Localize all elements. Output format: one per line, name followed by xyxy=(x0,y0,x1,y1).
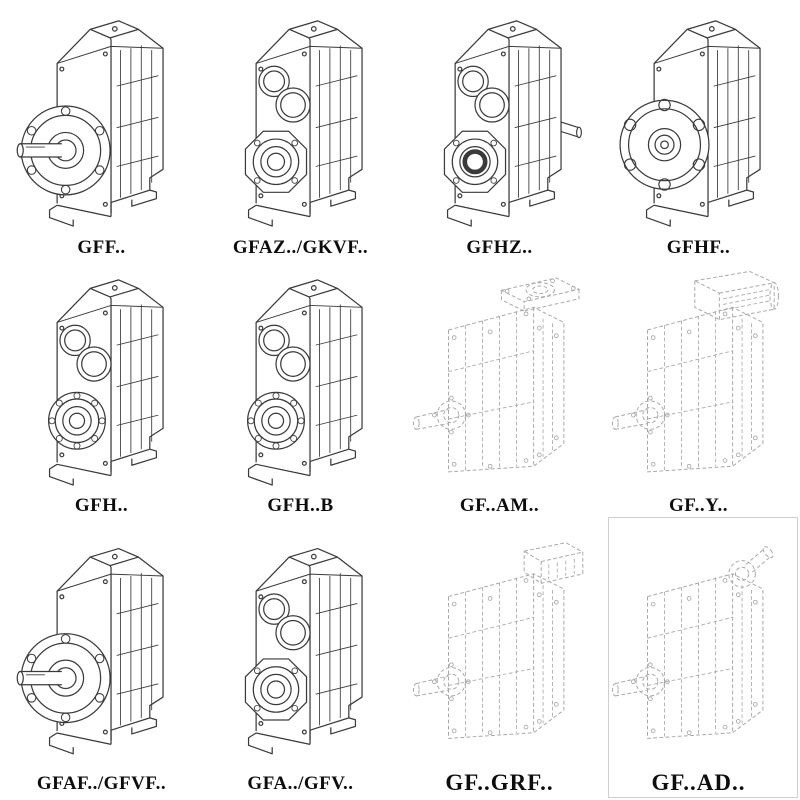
catalog-item-gfhz: GFHZ.. xyxy=(400,4,599,264)
catalog-item-gfa-gfv: GFA../GFV.. xyxy=(201,522,400,800)
gearbox-drawing-flange-hollow xyxy=(601,6,796,238)
gearbox-drawing-boss xyxy=(203,524,398,774)
model-label: GFAZ../GKVF.. xyxy=(232,237,369,259)
model-label: GFH.. xyxy=(74,495,129,517)
model-label: GFF.. xyxy=(77,237,126,259)
model-label: GF..AD.. xyxy=(651,769,746,795)
catalog-item-gfh: GFH.. xyxy=(2,264,201,522)
model-label: GF..AM.. xyxy=(459,495,540,517)
gearbox-drawing-input-shaft xyxy=(601,524,796,770)
gearbox-drawing-motor xyxy=(601,266,796,496)
catalog-item-gfh-b: GFH..B xyxy=(201,264,400,522)
model-label: GFAF../GFVF.. xyxy=(36,773,167,795)
model-label: GFH..B xyxy=(267,495,334,517)
catalog-item-gf-grf: GF..GRF.. xyxy=(400,522,599,800)
catalog-item-gf-ad: GF..AD.. xyxy=(599,522,798,800)
model-label: GFHF.. xyxy=(666,237,731,259)
gearbox-drawing-flange-shaft xyxy=(4,524,199,774)
catalog-item-gf-y: GF..Y.. xyxy=(599,264,798,522)
gearbox-drawing-gear-adapter xyxy=(402,524,597,770)
gearbox-drawing-flange-shaft xyxy=(4,6,199,238)
catalog-item-gfhf: GFHF.. xyxy=(599,4,798,264)
gearbox-drawing-bearing xyxy=(4,266,199,496)
catalog-item-gfaz-gkvf: GFAZ../GKVF.. xyxy=(201,4,400,264)
model-label: GF..Y.. xyxy=(668,495,729,517)
gearbox-drawing-boss xyxy=(203,6,398,238)
model-label: GFA../GFV.. xyxy=(247,773,354,795)
model-label: GFHZ.. xyxy=(466,237,533,259)
catalog-item-gf-am: GF..AM.. xyxy=(400,264,599,522)
gearbox-drawing-bearing-foot xyxy=(203,266,398,496)
catalog-item-gfaf-gfvf: GFAF../GFVF.. xyxy=(2,522,201,800)
gearbox-drawing-input-flange xyxy=(402,266,597,496)
catalog-item-gff: GFF.. xyxy=(2,4,201,264)
gearbox-drawing-dark-bearing xyxy=(402,6,597,238)
model-label: GF..GRF.. xyxy=(445,769,554,795)
